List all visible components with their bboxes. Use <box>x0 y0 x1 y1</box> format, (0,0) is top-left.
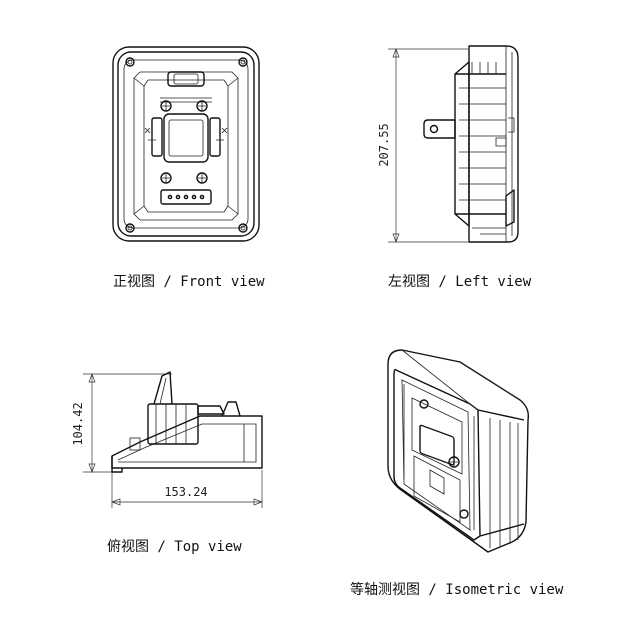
top-width-dimension: 153.24 <box>164 485 207 499</box>
top-height-dimension: 104.42 <box>71 402 85 445</box>
left-height-dimension: 207.55 <box>377 123 391 166</box>
left-view-caption: 左视图 / Left view <box>388 274 532 290</box>
front-view-drawing <box>112 46 260 242</box>
front-view-caption: 正视图 / Front view <box>113 274 265 290</box>
left-view-drawing: 207.55 <box>377 45 519 243</box>
isometric-view-drawing <box>387 349 530 553</box>
top-view-drawing: 104.42 153.24 <box>71 371 263 508</box>
isometric-view-caption: 等轴测视图 / Isometric view <box>350 582 564 598</box>
top-view-caption: 俯视图 / Top view <box>107 539 242 555</box>
